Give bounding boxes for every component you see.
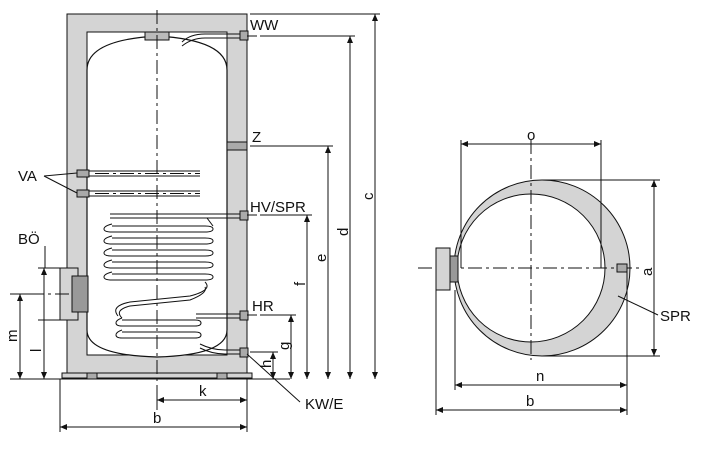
va-sockets xyxy=(76,169,200,198)
dim-m: m xyxy=(4,330,21,343)
side-view xyxy=(10,10,290,385)
dim-h: h xyxy=(258,360,275,368)
label-kw-e: KW/E xyxy=(305,396,343,413)
dim-k: k xyxy=(199,383,207,400)
coil-transfer-pipe xyxy=(115,281,208,317)
label-ww: WW xyxy=(250,17,279,34)
side-dimensions xyxy=(10,13,380,432)
kw-e-pipe xyxy=(199,343,247,351)
dim-l: l xyxy=(28,349,45,352)
hr-connection xyxy=(196,310,257,321)
label-va: VA xyxy=(18,168,37,185)
dim-n: n xyxy=(536,368,544,385)
foot-right xyxy=(216,372,228,380)
side-view-labels: WW Z VA HV/SPR BÖ HR KW/E xyxy=(18,17,343,413)
top-view xyxy=(418,140,660,415)
top-view-flange xyxy=(435,247,451,291)
dim-f: f xyxy=(292,281,309,286)
label-hr: HR xyxy=(252,298,274,315)
dim-c: c xyxy=(360,192,377,200)
label-spr: SPR xyxy=(660,308,691,325)
hv-spr-connection xyxy=(110,210,257,221)
foot-left xyxy=(86,372,98,380)
ww-pipe xyxy=(181,33,247,43)
dim-d: d xyxy=(335,228,352,236)
dim-a: a xyxy=(639,267,656,276)
spr-socket xyxy=(616,263,628,273)
z-socket xyxy=(226,141,248,151)
dim-b-side: b xyxy=(153,410,161,427)
bo-flange xyxy=(30,267,89,321)
lower-coil xyxy=(115,317,202,339)
side-dimension-labels: c d e f g h m l k b xyxy=(4,192,377,427)
dim-g: g xyxy=(276,342,293,350)
upper-coil xyxy=(103,217,214,281)
label-hv-spr: HV/SPR xyxy=(250,199,306,216)
top-view-labels: SPR o a n b xyxy=(526,127,691,410)
dim-b-top: b xyxy=(526,393,534,410)
label-z: Z xyxy=(252,129,261,146)
dim-e: e xyxy=(313,254,330,262)
dim-o: o xyxy=(527,127,535,144)
label-bo: BÖ xyxy=(18,230,40,248)
